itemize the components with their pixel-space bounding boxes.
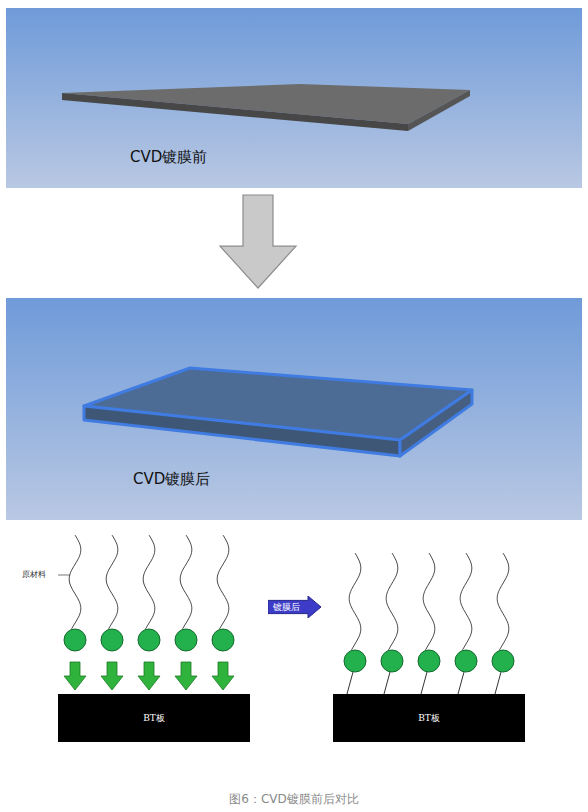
molecule bbox=[344, 650, 366, 672]
panel-background bbox=[6, 8, 582, 188]
chain bbox=[143, 535, 155, 629]
molecules bbox=[64, 535, 514, 694]
bond bbox=[421, 672, 427, 694]
molecule bbox=[381, 650, 403, 672]
chain bbox=[106, 535, 118, 629]
molecule bbox=[101, 629, 123, 651]
coated-board bbox=[84, 368, 472, 456]
node-label: BT板 bbox=[143, 712, 165, 725]
board-box: BT板 bbox=[58, 694, 250, 742]
bond bbox=[495, 672, 501, 694]
leader-line bbox=[58, 575, 70, 576]
panel-background bbox=[6, 298, 582, 520]
arrow-box: 镀膜后 bbox=[268, 596, 321, 618]
board-box: BT板 bbox=[333, 694, 525, 742]
bond bbox=[347, 672, 353, 694]
chain bbox=[217, 535, 229, 629]
bond bbox=[458, 672, 464, 694]
node-label: CVD镀膜后 bbox=[133, 470, 210, 489]
molecule bbox=[492, 650, 514, 672]
node-label: BT板 bbox=[418, 712, 440, 725]
molecule bbox=[64, 629, 86, 651]
bond bbox=[384, 672, 390, 694]
part-label: 原材料 bbox=[22, 569, 46, 580]
down-arrow bbox=[175, 662, 197, 690]
panel: CVD镀膜前 bbox=[6, 8, 582, 188]
chain bbox=[349, 553, 361, 650]
molecule bbox=[138, 629, 160, 651]
chain bbox=[180, 535, 192, 629]
chain bbox=[497, 553, 509, 650]
chain bbox=[386, 553, 398, 650]
bare-board bbox=[62, 84, 470, 131]
caption: 图6：CVD镀膜前后对比 bbox=[0, 791, 588, 808]
molecule bbox=[175, 629, 197, 651]
chain bbox=[460, 553, 472, 650]
node-label: 镀膜后 bbox=[273, 601, 300, 614]
panel: CVD镀膜后 bbox=[6, 298, 582, 520]
down-arrow bbox=[212, 662, 234, 690]
molecule bbox=[418, 650, 440, 672]
molecule bbox=[455, 650, 477, 672]
molecule bbox=[212, 629, 234, 651]
block-arrow bbox=[220, 195, 296, 288]
node-label: CVD镀膜前 bbox=[130, 148, 207, 167]
down-arrow bbox=[101, 662, 123, 690]
chain bbox=[69, 535, 81, 629]
chain bbox=[423, 553, 435, 650]
down-arrow bbox=[64, 662, 86, 690]
down-arrow bbox=[138, 662, 160, 690]
